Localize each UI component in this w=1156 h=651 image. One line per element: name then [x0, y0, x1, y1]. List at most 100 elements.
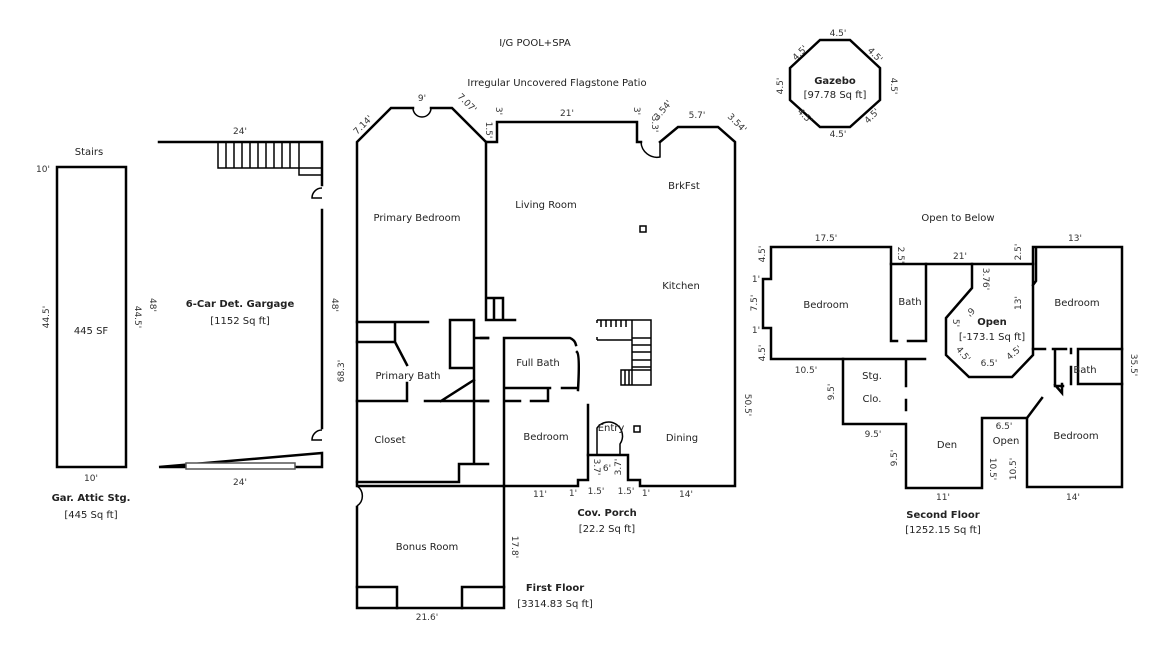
dim: 1.5'	[588, 487, 605, 497]
dim: 9'	[418, 94, 426, 104]
dim: 4.5'	[776, 78, 786, 95]
room-bath: Bath	[898, 297, 921, 308]
second-floor-area: [1252.15 Sq ft]	[905, 525, 981, 536]
room-bath: Bath	[1073, 365, 1096, 376]
dim: 3'	[493, 107, 503, 115]
dim: 21'	[953, 252, 967, 262]
dim: 35.5'	[1128, 354, 1138, 377]
room-dining: Dining	[666, 433, 698, 444]
room-primary-bedroom: Primary Bedroom	[373, 213, 460, 224]
dim: 10.5'	[1009, 458, 1019, 481]
garage-attic: Stairs 10' 44.5' 44.5' 445 SF 10' Gar. A…	[36, 147, 142, 521]
dim: 68.3'	[337, 360, 347, 383]
garage-area: [1152 Sq ft]	[210, 316, 270, 327]
dim: 24'	[233, 127, 247, 137]
room-closet: Closet	[374, 435, 405, 446]
dim: 4.5'	[888, 78, 898, 95]
first-floor-title: First Floor	[526, 583, 584, 594]
dim: 4.5'	[791, 44, 810, 63]
dim: 10'	[84, 474, 98, 484]
dim: 24'	[233, 478, 247, 488]
first-floor: 7.14' 9' 7.07' 3' 1.5' 21' 3' 3.3' 3.54'…	[337, 92, 752, 623]
dim: 1'	[569, 489, 577, 499]
gazebo-title: Gazebo	[814, 76, 856, 87]
dim: 7.14'	[352, 114, 375, 137]
dim: 1.5'	[483, 122, 493, 139]
dim: 4.5'	[865, 46, 884, 65]
dim: 7.5'	[750, 295, 760, 312]
dim: 21.6'	[416, 613, 439, 623]
dim: 3.7'	[614, 459, 624, 476]
dim: 4.5'	[830, 29, 847, 39]
dim: 5.7'	[689, 111, 706, 121]
porch-area: [22.2 Sq ft]	[579, 524, 635, 535]
dim: 9.5'	[890, 450, 900, 467]
dim: 1.5'	[618, 487, 635, 497]
dim: 4.5'	[863, 107, 882, 126]
dim: 3'	[631, 107, 641, 115]
dim: 9.5'	[865, 430, 882, 440]
dim: 11'	[936, 493, 950, 503]
room-closet: Clo.	[863, 394, 882, 405]
room-living-room: Living Room	[515, 200, 576, 211]
dim: 4.5'	[758, 246, 768, 263]
dim: 1'	[642, 489, 650, 499]
dim: 14'	[679, 490, 693, 500]
dim: 9.5'	[827, 384, 837, 401]
dim: 6'	[603, 464, 611, 474]
room-den: Den	[937, 440, 957, 451]
pool-label: I/G POOL+SPA	[499, 38, 571, 49]
room-bedroom: Bedroom	[803, 300, 848, 311]
dim: 13'	[1068, 234, 1082, 244]
dim: 4.5'	[795, 107, 814, 126]
garage: 24' 48' 48' 6-Car Det. Gargage [1152 Sq …	[147, 127, 339, 488]
room-full-bath: Full Bath	[516, 358, 560, 369]
dim: 6.5'	[981, 359, 998, 369]
dim: 10.5'	[987, 458, 997, 481]
second-floor: Open to Below 17.5' 4.5' 1' 7.5' 1' 4.5'…	[750, 213, 1138, 536]
second-floor-title: Second Floor	[906, 510, 980, 521]
room-open-area: [-173.1 Sq ft]	[959, 332, 1025, 343]
dim: 4.5'	[1005, 344, 1024, 362]
room-entry: Entry	[598, 423, 625, 434]
room-bonus-room: Bonus Room	[396, 542, 459, 553]
patio-label: Irregular Uncovered Flagstone Patio	[467, 78, 646, 89]
room-kitchen: Kitchen	[662, 281, 700, 292]
stairs-label: Stairs	[75, 147, 104, 158]
dim: 5'	[950, 319, 960, 327]
dim: 6'	[963, 305, 976, 318]
dim: 3.7'	[591, 459, 601, 476]
gazebo-area: [97.78 Sq ft]	[804, 90, 867, 101]
dim: 1'	[752, 275, 760, 285]
dim: 4.5'	[758, 345, 768, 362]
dim: 44.5'	[132, 306, 142, 329]
dim: 6.5'	[996, 422, 1013, 432]
room-bedroom: Bedroom	[523, 432, 568, 443]
dim: 10'	[36, 165, 50, 175]
dim: 11'	[533, 490, 547, 500]
dim: 2.5'	[1014, 244, 1024, 261]
dim: 17.8'	[509, 536, 519, 559]
room-storage: Stg.	[862, 371, 882, 382]
room-breakfast: BrkFst	[668, 181, 700, 192]
porch-title: Cov. Porch	[577, 508, 636, 519]
room-open: Open	[993, 436, 1020, 447]
dim: 21'	[560, 109, 574, 119]
dim: 13'	[1014, 296, 1024, 310]
attic-area-label: 445 SF	[74, 326, 109, 337]
attic-title: Gar. Attic Stg.	[52, 493, 131, 504]
dim: 7.07'	[455, 92, 478, 115]
dim: 1'	[752, 326, 760, 336]
dim: 14'	[1066, 493, 1080, 503]
room-bedroom: Bedroom	[1054, 298, 1099, 309]
room-bedroom: Bedroom	[1053, 431, 1098, 442]
room-open: Open	[977, 317, 1007, 328]
dim: 2.5'	[895, 247, 905, 264]
garage-title: 6-Car Det. Gargage	[186, 299, 295, 310]
attic-area: [445 Sq ft]	[64, 510, 117, 521]
open-to-below-label: Open to Below	[921, 213, 994, 224]
dim: 48'	[147, 298, 157, 312]
dim: 50.5'	[742, 394, 752, 417]
dim: 17.5'	[815, 234, 838, 244]
